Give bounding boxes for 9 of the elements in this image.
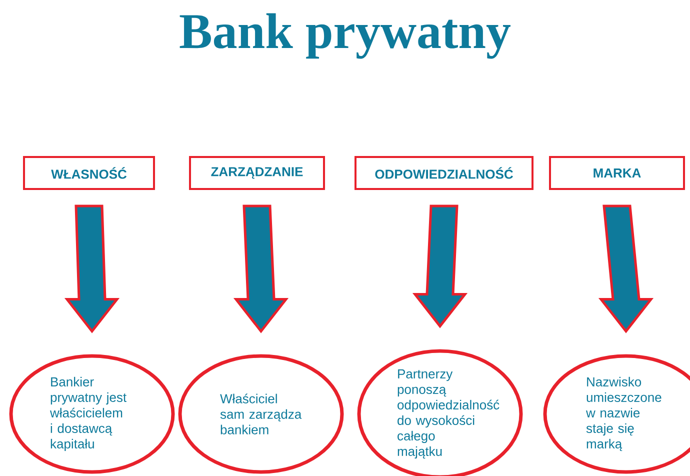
label-box: WŁASNOŚĆ: [23, 156, 155, 190]
label-box: ODPOWIEDZIALNOŚĆ: [354, 156, 534, 190]
label-box: ZARZĄDZANIE: [189, 156, 325, 190]
label-box: MARKA: [549, 156, 685, 190]
title: Bank prywatny: [180, 13, 510, 59]
block-arrow: [598, 204, 654, 334]
block-arrow: [233, 204, 289, 334]
block-arrow: [412, 204, 468, 328]
block-arrow: [64, 204, 120, 334]
